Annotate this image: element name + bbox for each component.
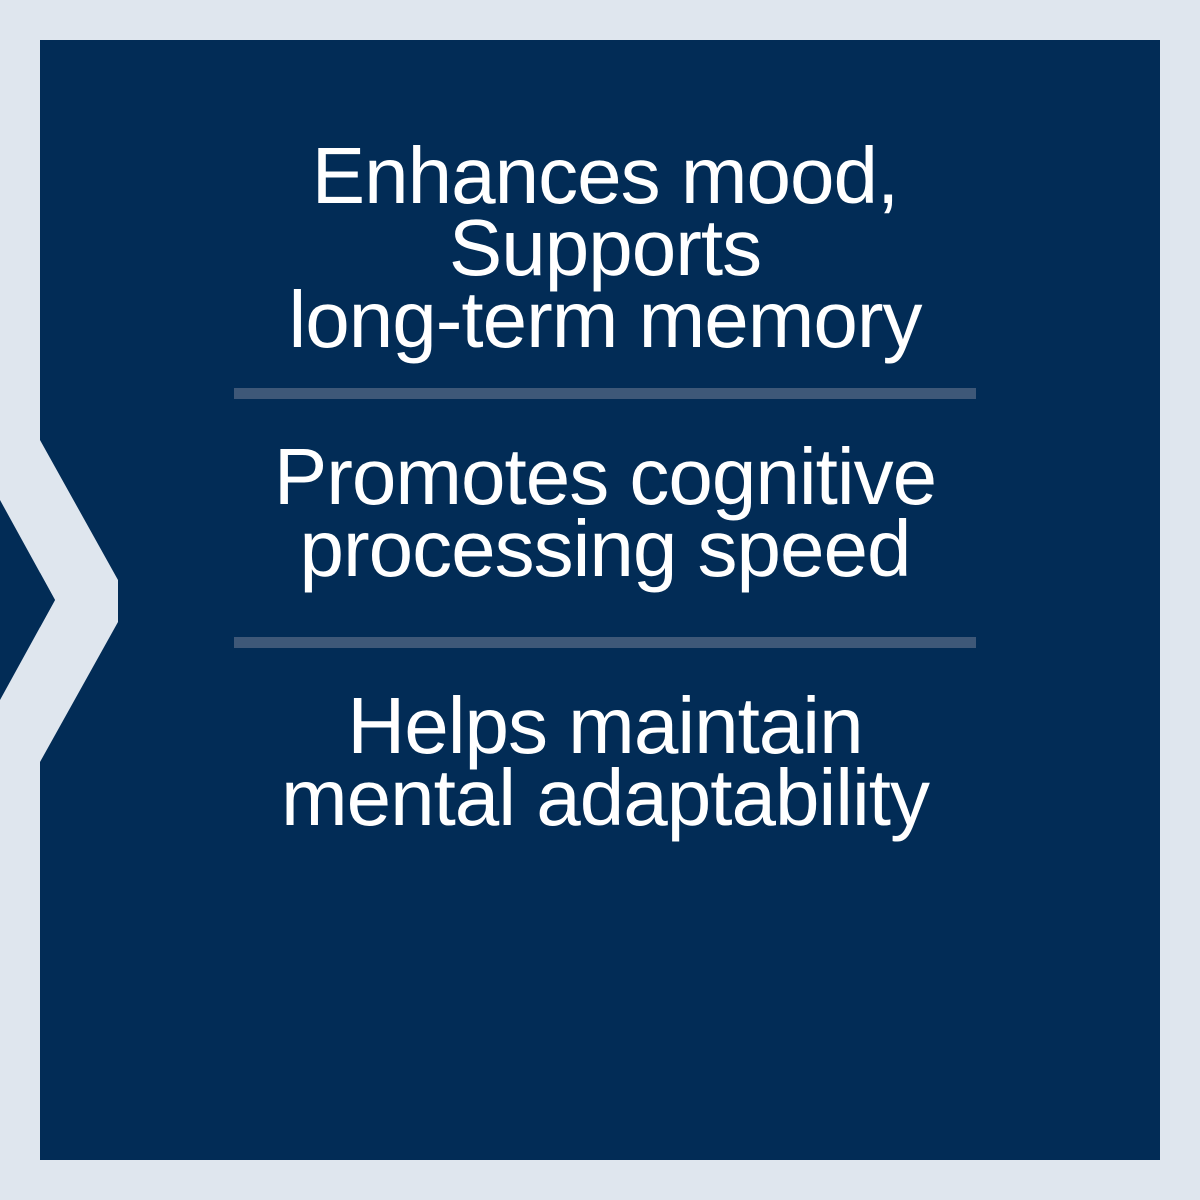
divider bbox=[234, 637, 976, 648]
benefit-line: Supports bbox=[448, 203, 762, 292]
benefit-mood-memory: Enhances mood, Supports long-term memory bbox=[288, 131, 922, 364]
benefit-processing-speed: Promotes cognitive processing speed bbox=[273, 432, 937, 593]
navy-panel bbox=[40, 40, 1160, 1160]
benefit-line: long-term memory bbox=[288, 275, 922, 364]
benefit-line: Enhances mood, bbox=[311, 131, 899, 220]
benefit-line: mental adaptability bbox=[280, 753, 930, 842]
divider bbox=[234, 388, 976, 399]
benefit-line: Helps maintain bbox=[347, 681, 863, 770]
benefits-list: Enhances mood, Supports long-term memory… bbox=[160, 131, 1050, 842]
benefit-line: Promotes cognitive bbox=[273, 432, 937, 521]
benefit-line: processing speed bbox=[299, 504, 911, 593]
benefit-mental-adaptability: Helps maintain mental adaptability bbox=[280, 681, 930, 842]
